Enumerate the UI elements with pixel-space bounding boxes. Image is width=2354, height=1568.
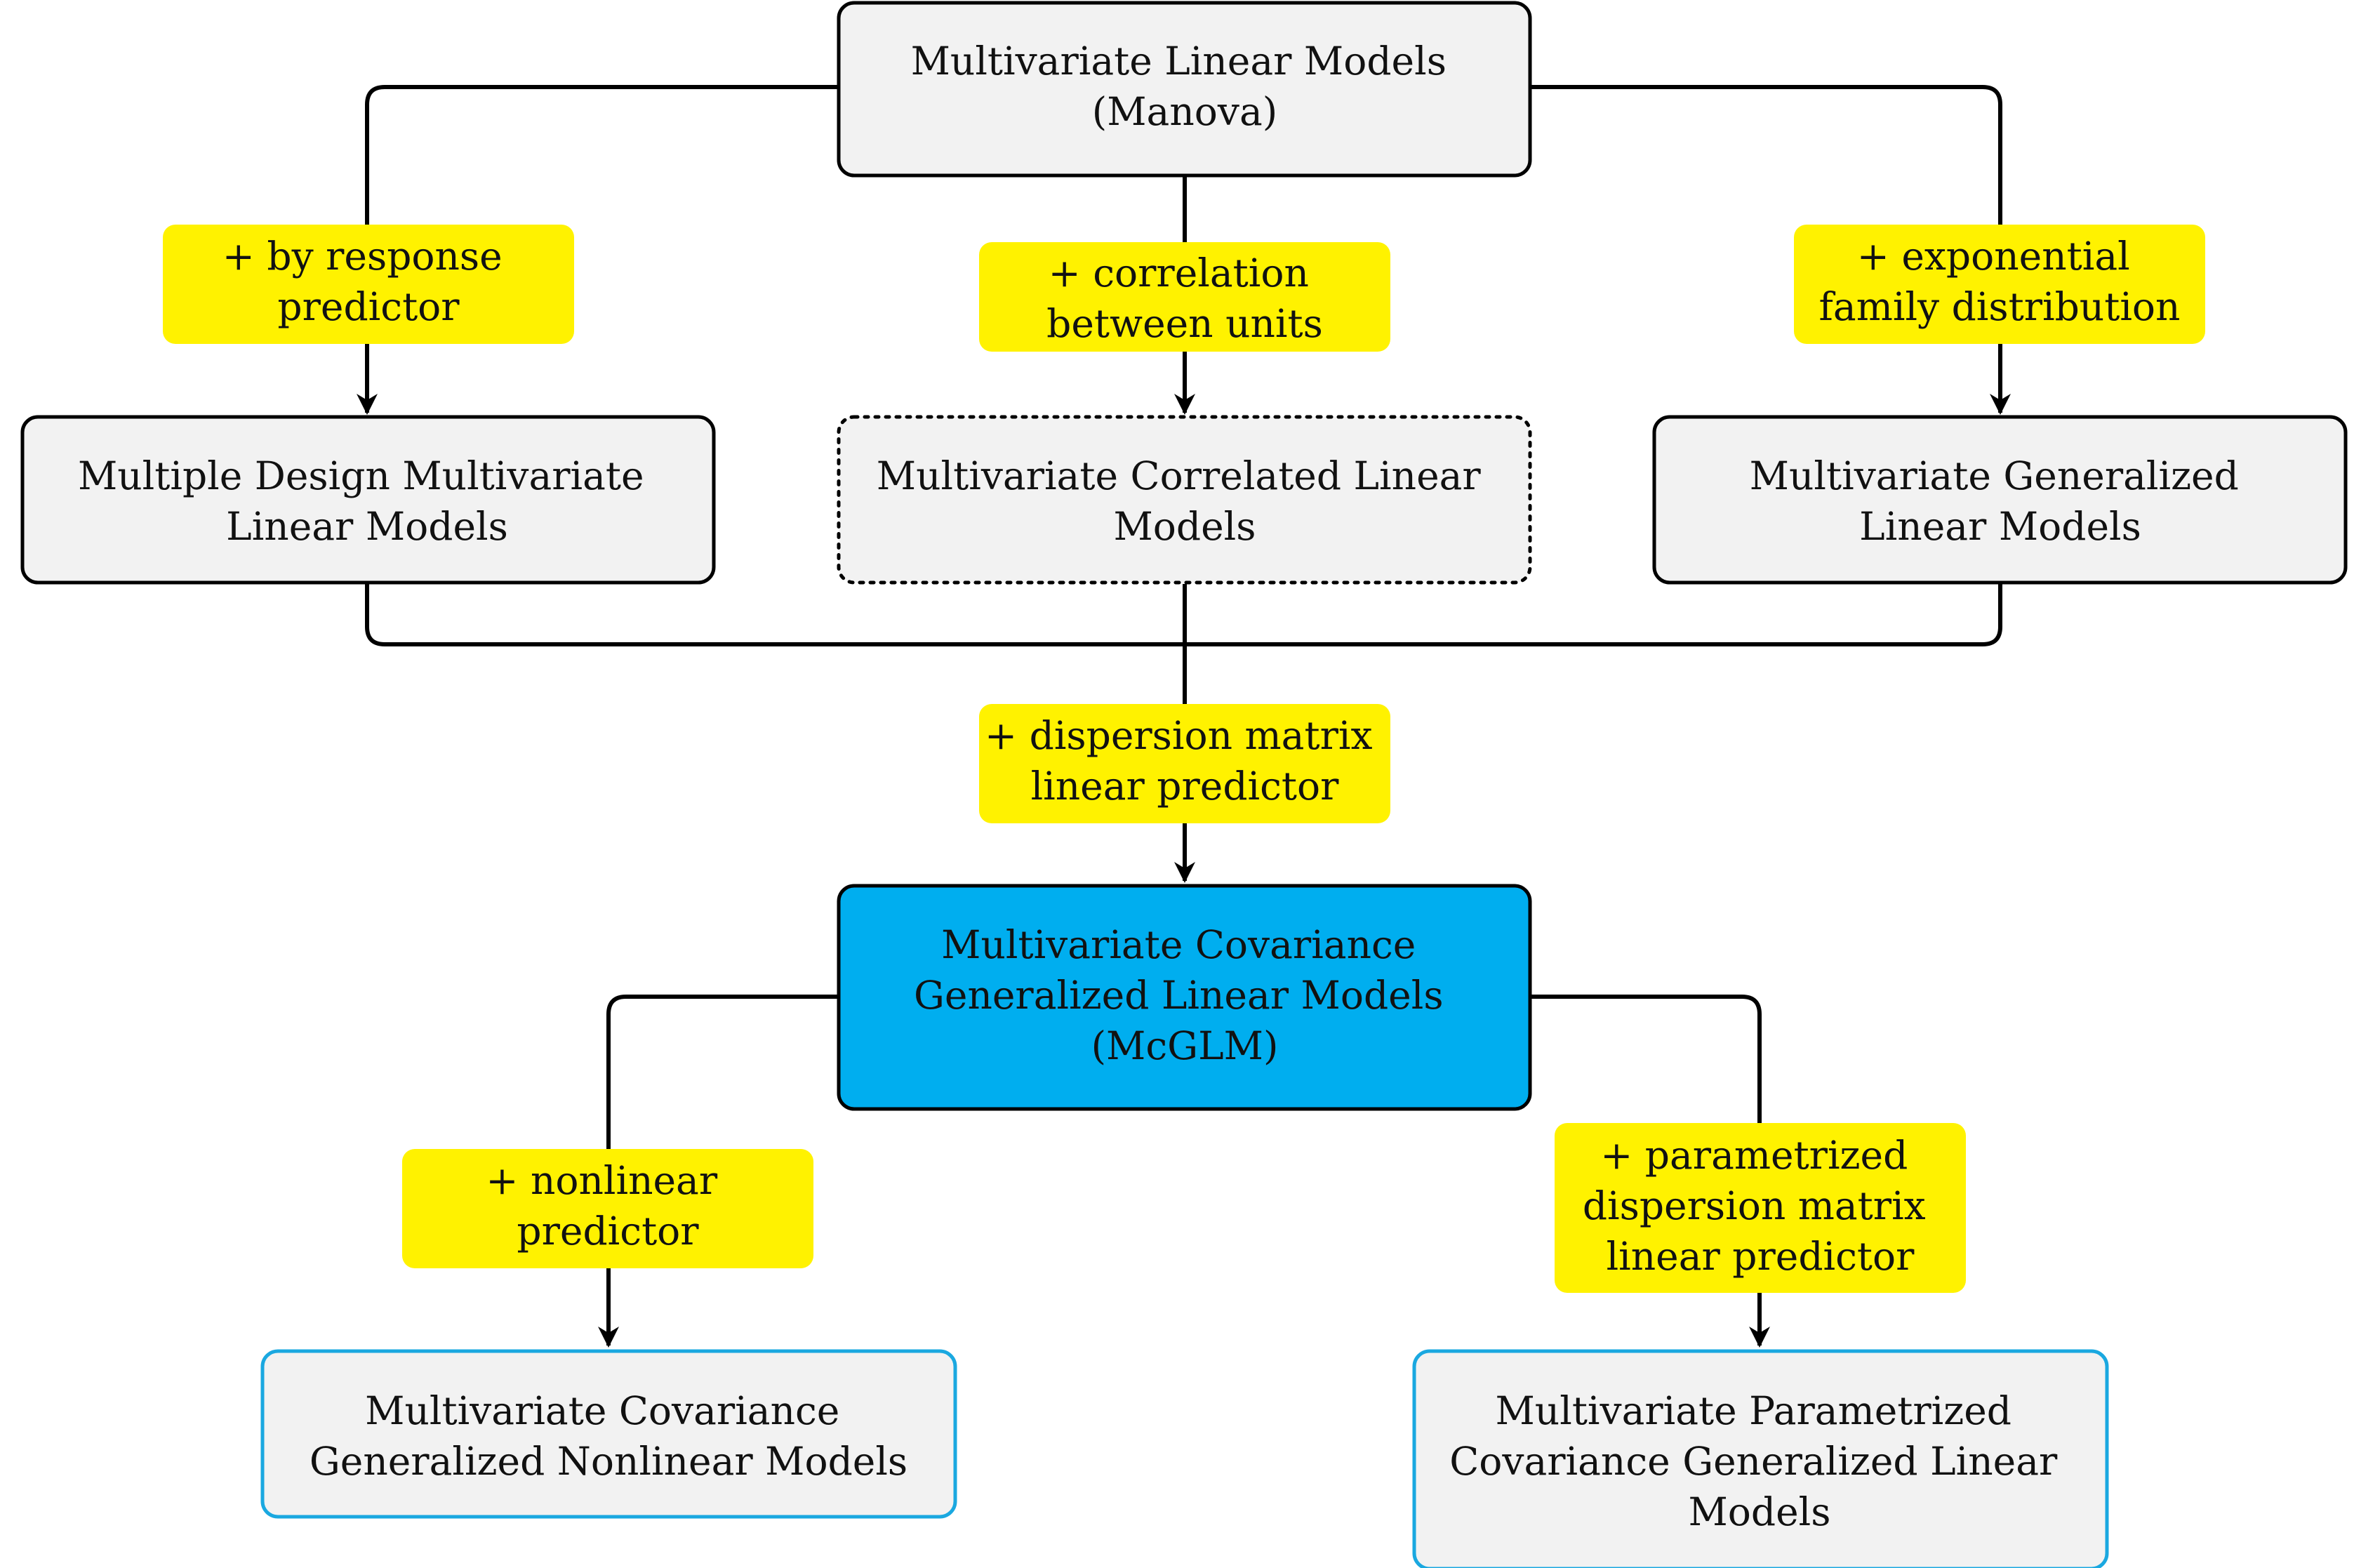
node-nonlinear-line-2: Generalized Nonlinear Models — [310, 1439, 907, 1484]
node-parametrized-line-2: Covariance Generalized Linear — [1449, 1439, 2058, 1484]
svg-text:+ parametrized dispersio: + parametrized dispersion matrix linear … — [1583, 1133, 1938, 1279]
label-correlation-line-2: between units — [1046, 301, 1323, 346]
label-by-response: + by response predictor — [163, 225, 574, 344]
node-correlated: Multivariate Correlated Linear Models — [837, 415, 1532, 585]
svg-text:+ exponential family dis: + exponential family distribution — [1819, 234, 2181, 329]
node-manova-line-1: Multivariate Linear Models — [911, 39, 1447, 84]
label-exponential-line-1: + exponential — [1857, 234, 2130, 279]
connector-mcglm-to-nonlinear — [598, 995, 839, 1348]
svg-text:+ by response predictor: + by response predictor — [222, 234, 514, 329]
node-generalized: Multivariate Generalized Linear Models — [1652, 415, 2348, 585]
connector-manova-to-generalized — [1530, 85, 2011, 415]
connector-manova-to-multiple-design — [357, 85, 839, 415]
node-mcglm-line-3: (McGLM) — [1091, 1023, 1279, 1068]
svg-text:Multivariate Covariance: Multivariate Covariance Generalized Line… — [914, 922, 1456, 1068]
svg-text:+ nonlinear predictor: + nonlinear predictor — [486, 1158, 729, 1254]
node-parametrized-line-3: Models — [1688, 1489, 1830, 1534]
node-parametrized: Multivariate Parametrized Covariance Gen… — [1412, 1349, 2109, 1568]
label-parametrized-dispersion-line-3: linear predictor — [1607, 1234, 1915, 1279]
node-multiple-design-line-1: Multiple Design Multivariate — [78, 453, 644, 498]
label-correlation-line-1: + correlation — [1049, 251, 1309, 295]
node-manova: Multivariate Linear Models (Manova) — [837, 1, 1532, 178]
svg-text:Multivariate Covariance: Multivariate Covariance Generalized Nonl… — [310, 1388, 907, 1484]
node-nonlinear: Multivariate Covariance Generalized Nonl… — [260, 1349, 957, 1519]
svg-text:Multivariate Correlated Linear: Multivariate Correlated Linear Models — [877, 453, 1493, 549]
svg-text:Multivariate Generalized: Multivariate Generalized Linear Models — [1750, 453, 2252, 549]
node-mcglm: Multivariate Covariance Generalized Line… — [837, 884, 1532, 1111]
node-manova-line-2: (Manova) — [1092, 89, 1277, 134]
node-multiple-design-line-2: Linear Models — [226, 504, 508, 549]
label-by-response-line-2: predictor — [277, 284, 460, 329]
label-dispersion-line-1: + dispersion matrix — [985, 713, 1372, 758]
node-mcglm-line-1: Multivariate Covariance — [941, 922, 1416, 967]
label-nonlinear-predictor-line-2: predictor — [517, 1209, 699, 1254]
label-correlation: + correlation between units — [979, 242, 1390, 352]
svg-text:Multivariate Parametrized: Multivariate Parametrized Covariance Gen… — [1449, 1388, 2070, 1534]
label-parametrized-dispersion-line-2: dispersion matrix — [1583, 1183, 1926, 1228]
node-correlated-line-2: Models — [1113, 504, 1256, 549]
node-correlated-line-1: Multivariate Correlated Linear — [877, 453, 1482, 498]
node-generalized-line-2: Linear Models — [1859, 504, 2141, 549]
svg-text:+ correlation between un: + correlation between units — [1046, 251, 1323, 346]
label-dispersion-line-2: linear predictor — [1031, 764, 1340, 809]
label-parametrized-dispersion-line-1: + parametrized — [1600, 1133, 1908, 1178]
label-exponential-line-2: family distribution — [1819, 284, 2181, 329]
label-dispersion: + dispersion matrix linear predictor — [979, 704, 1390, 823]
connector-mcglm-to-parametrized — [1530, 995, 1770, 1348]
label-by-response-line-1: + by response — [222, 234, 503, 279]
label-nonlinear-predictor-line-1: + nonlinear — [486, 1158, 717, 1203]
label-parametrized-dispersion: + parametrized dispersion matrix linear … — [1555, 1123, 1966, 1293]
svg-text:Multivariate Linear Models: Multivariate Linear Models (Manova) — [911, 39, 1459, 134]
node-generalized-line-1: Multivariate Generalized — [1750, 453, 2239, 498]
label-nonlinear-predictor: + nonlinear predictor — [402, 1149, 813, 1268]
svg-text:Multiple Design Multivariate: Multiple Design Multivariate Linear Mode… — [78, 453, 656, 549]
node-mcglm-line-2: Generalized Linear Models — [914, 973, 1444, 1018]
label-exponential: + exponential family distribution — [1794, 225, 2205, 344]
node-multiple-design: Multiple Design Multivariate Linear Mode… — [20, 415, 716, 585]
svg-text:+ dispersion matrix line: + dispersion matrix linear predictor — [985, 713, 1385, 809]
node-parametrized-line-1: Multivariate Parametrized — [1495, 1388, 2011, 1433]
node-nonlinear-line-1: Multivariate Covariance — [365, 1388, 839, 1433]
